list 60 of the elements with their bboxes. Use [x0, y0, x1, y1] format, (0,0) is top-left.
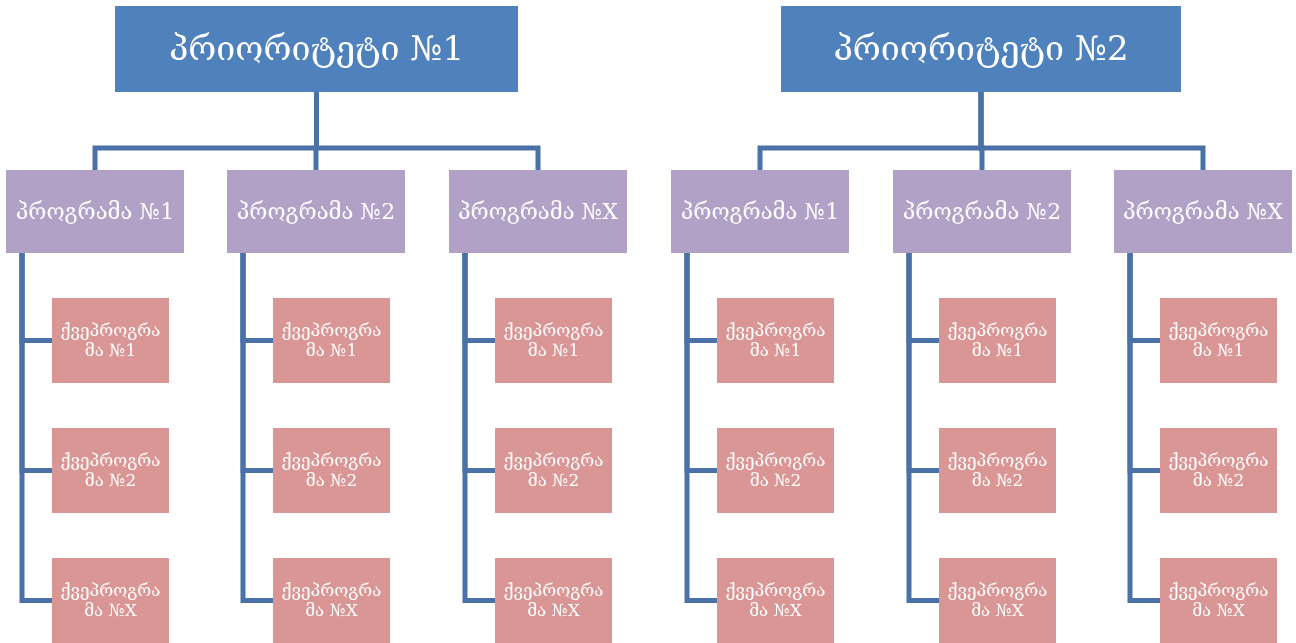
subprogram-box	[273, 428, 390, 513]
program-box	[227, 170, 405, 253]
program-box	[449, 170, 627, 253]
subprogram-box	[495, 298, 612, 383]
connector-line	[978, 92, 1206, 170]
box-label: ქვეპროგრამა №1	[59, 320, 162, 361]
connector-line	[906, 253, 939, 603]
subprogram-box	[273, 558, 390, 643]
box-label: ქვეპროგრამა №2	[724, 450, 827, 491]
connector-line	[314, 92, 541, 170]
connector-line	[462, 253, 495, 603]
subprogram-box	[273, 298, 390, 383]
box-label: პროგრამა №1	[680, 198, 840, 225]
subprogram-box	[717, 558, 834, 643]
subprogram-box	[939, 558, 1056, 643]
box-label: ქვეპროგრამა №X	[724, 580, 827, 621]
subprogram-box	[1160, 298, 1277, 383]
box-label: პრიორიტეტი №2	[833, 29, 1129, 69]
box-label: პროგრამა №2	[902, 198, 1062, 225]
box-label: ქვეპროგრამა №2	[1167, 450, 1270, 491]
box-label: პროგრამა №X	[1122, 198, 1284, 225]
subprogram-box	[939, 298, 1056, 383]
connector-line	[684, 253, 717, 603]
box-label: ქვეპროგრამა №1	[724, 320, 827, 361]
priority-box	[115, 6, 518, 92]
box-label: ქვეპროგრამა №X	[280, 580, 383, 621]
priority-box	[781, 6, 1181, 92]
connector-line	[1127, 253, 1160, 603]
program-box	[671, 170, 849, 253]
subprogram-box	[1160, 428, 1277, 513]
box-label: პრიორიტეტი №1	[168, 29, 465, 69]
connector-line	[240, 253, 273, 603]
subprogram-box	[495, 428, 612, 513]
box-label: ქვეპროგრამა №2	[946, 450, 1049, 491]
box-label: ქვეპროგრამა №1	[502, 320, 605, 361]
box-label: ქვეპროგრამა №2	[502, 450, 605, 491]
program-box	[1114, 170, 1292, 253]
box-label: ქვეპროგრამა №X	[1167, 580, 1270, 621]
box-label: ქვეპროგრამა №X	[502, 580, 605, 621]
subprogram-box	[495, 558, 612, 643]
subprogram-box	[52, 558, 169, 643]
subprogram-box	[52, 298, 169, 383]
box-label: ქვეპროგრამა №X	[59, 580, 162, 621]
box-label: ქვეპროგრამა №2	[280, 450, 383, 491]
box-label: ქვეპროგრამა №1	[280, 320, 383, 361]
subprogram-box	[939, 428, 1056, 513]
subprogram-box	[52, 428, 169, 513]
box-label: ქვეპროგრამა №X	[946, 580, 1049, 621]
box-label: პროგრამა №X	[457, 198, 619, 225]
subprogram-box	[1160, 558, 1277, 643]
subprogram-box	[717, 298, 834, 383]
box-label: პროგრამა №1	[15, 198, 175, 225]
box-label: პროგრამა №2	[236, 198, 396, 225]
program-box	[893, 170, 1071, 253]
connector-line	[19, 253, 52, 603]
program-box	[6, 170, 184, 253]
box-label: ქვეპროგრამა №1	[1167, 320, 1270, 361]
box-label: ქვეპროგრამა №2	[59, 450, 162, 491]
subprogram-box	[717, 428, 834, 513]
box-label: ქვეპროგრამა №1	[946, 320, 1049, 361]
